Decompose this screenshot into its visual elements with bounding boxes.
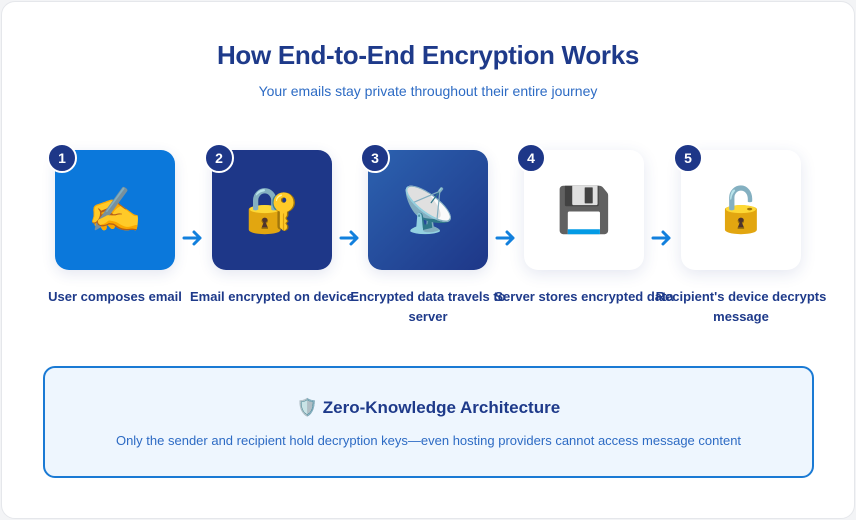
shield-icon: 🛡️ (296, 398, 319, 417)
arrow-right-icon (182, 230, 202, 246)
step-label: Server stores encrypted data (494, 289, 674, 304)
satellite-dish-icon: 📡 (368, 150, 488, 270)
step-label: Encrypted data travels to server (350, 289, 506, 324)
step-number-badge: 1 (47, 143, 77, 173)
step-number-badge: 3 (360, 143, 390, 173)
page-title: How End-to-End Encryption Works (216, 40, 640, 70)
page-subtitle: Your emails stay private throughout thei… (258, 83, 598, 99)
step-label: Email encrypted on device (189, 289, 354, 304)
floppy-disk-icon: 💾 (524, 150, 644, 270)
step-5: 🔓 5 Recipient's device decrypts message (656, 143, 826, 324)
step-3: 📡 3 Encrypted data travels to server (350, 143, 506, 324)
step-2: 🔐 2 Email encrypted on device (190, 143, 354, 304)
callout-title: Zero-Knowledge Architecture (322, 398, 561, 417)
zero-knowledge-callout: 🛡️ Zero-Knowledge Architecture Only the … (43, 366, 814, 478)
step-4: 💾 4 Server stores encrypted data (494, 143, 674, 304)
step-number-badge: 2 (204, 143, 234, 173)
step-label: Recipient's device decrypts message (655, 289, 827, 324)
step-1: ✍️ 1 User composes email (47, 143, 182, 304)
compose-icon: ✍️ (55, 150, 175, 270)
step-number-badge: 4 (516, 143, 546, 173)
lock-key-icon: 🔐 (212, 150, 332, 270)
unlocked-icon: 🔓 (681, 150, 801, 270)
step-number-badge: 5 (673, 143, 703, 173)
arrow-right-icon (339, 230, 359, 246)
arrow-right-icon (651, 230, 671, 246)
callout-title-row: 🛡️ Zero-Knowledge Architecture (45, 398, 812, 418)
step-label: User composes email (48, 289, 182, 304)
callout-text: Only the sender and recipient hold decry… (115, 433, 742, 448)
arrow-right-icon (495, 230, 515, 246)
